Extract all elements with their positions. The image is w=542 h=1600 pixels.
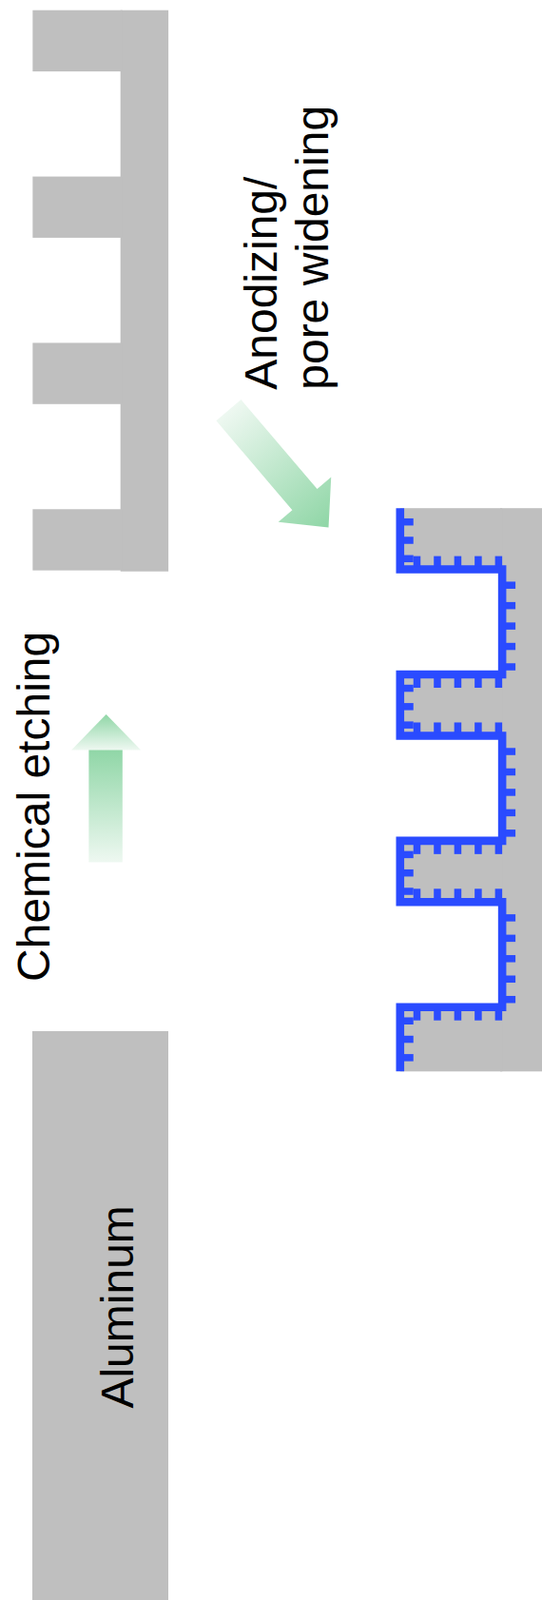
pore-tick xyxy=(474,1009,483,1021)
pore-tick xyxy=(474,677,483,688)
pore-tick xyxy=(433,843,442,854)
pore-tick xyxy=(403,684,414,693)
pore-tick xyxy=(403,702,414,711)
pore-tick xyxy=(433,888,442,899)
pore-tick xyxy=(403,555,414,563)
pore-tick xyxy=(504,580,516,589)
process-arrow xyxy=(202,387,356,551)
pore-tick xyxy=(504,768,516,776)
etched-aluminum xyxy=(32,10,169,572)
pore-tick xyxy=(413,721,422,733)
pore-tick xyxy=(504,788,516,796)
pore-tick xyxy=(504,934,516,943)
pore-tick xyxy=(495,677,504,688)
pore-tick xyxy=(495,843,504,854)
pore-tick xyxy=(495,888,504,899)
pore-tick xyxy=(433,556,442,567)
pore-tick xyxy=(504,601,516,610)
pore-tick xyxy=(454,721,463,733)
pore-tick xyxy=(413,677,422,688)
pore-tick xyxy=(454,843,463,854)
pore-tick xyxy=(403,851,414,859)
pore-tick xyxy=(433,1009,442,1021)
step-label: Anodizing/ pore widening xyxy=(235,85,339,390)
anodized-aluminum xyxy=(400,507,542,1071)
pore-tick xyxy=(504,829,516,837)
pore-tick xyxy=(495,721,504,733)
pore-tick xyxy=(474,721,483,733)
material-label: Aluminum xyxy=(91,1204,143,1408)
pore-ticks xyxy=(403,518,516,1062)
pore-tick xyxy=(504,975,516,984)
pore-tick xyxy=(433,677,442,688)
process-arrow xyxy=(71,714,141,863)
pore-tick xyxy=(454,888,463,899)
oxide-layer xyxy=(400,507,503,1071)
pore-tick xyxy=(474,556,483,567)
pore-tick xyxy=(474,888,483,899)
pore-tick xyxy=(504,995,516,1004)
pore-tick xyxy=(454,556,463,567)
pore-tick xyxy=(403,720,414,729)
pore-tick xyxy=(504,809,516,817)
pore-tick xyxy=(474,843,483,854)
pore-tick xyxy=(413,843,422,854)
pore-tick xyxy=(433,721,442,733)
pore-tick xyxy=(403,869,414,877)
aluminum-slab: Aluminum xyxy=(32,1030,169,1600)
pore-tick xyxy=(454,1009,463,1021)
pore-tick xyxy=(413,556,422,567)
pore-tick xyxy=(403,887,414,895)
pore-tick xyxy=(413,1009,422,1021)
pore-tick xyxy=(504,954,516,963)
pore-tick xyxy=(403,1016,414,1025)
pore-tick xyxy=(403,1035,414,1044)
pore-tick xyxy=(504,621,516,630)
pore-tick xyxy=(495,556,504,567)
pore-tick xyxy=(504,642,516,651)
pore-tick xyxy=(403,1053,414,1062)
pore-tick xyxy=(504,913,516,922)
pore-tick xyxy=(403,536,414,544)
pore-tick xyxy=(495,1009,504,1021)
pore-tick xyxy=(504,662,516,671)
pore-tick xyxy=(454,677,463,688)
pore-tick xyxy=(403,518,414,526)
step-label: Chemical etching xyxy=(8,631,60,982)
pore-tick xyxy=(413,888,422,899)
pore-tick xyxy=(504,747,516,755)
